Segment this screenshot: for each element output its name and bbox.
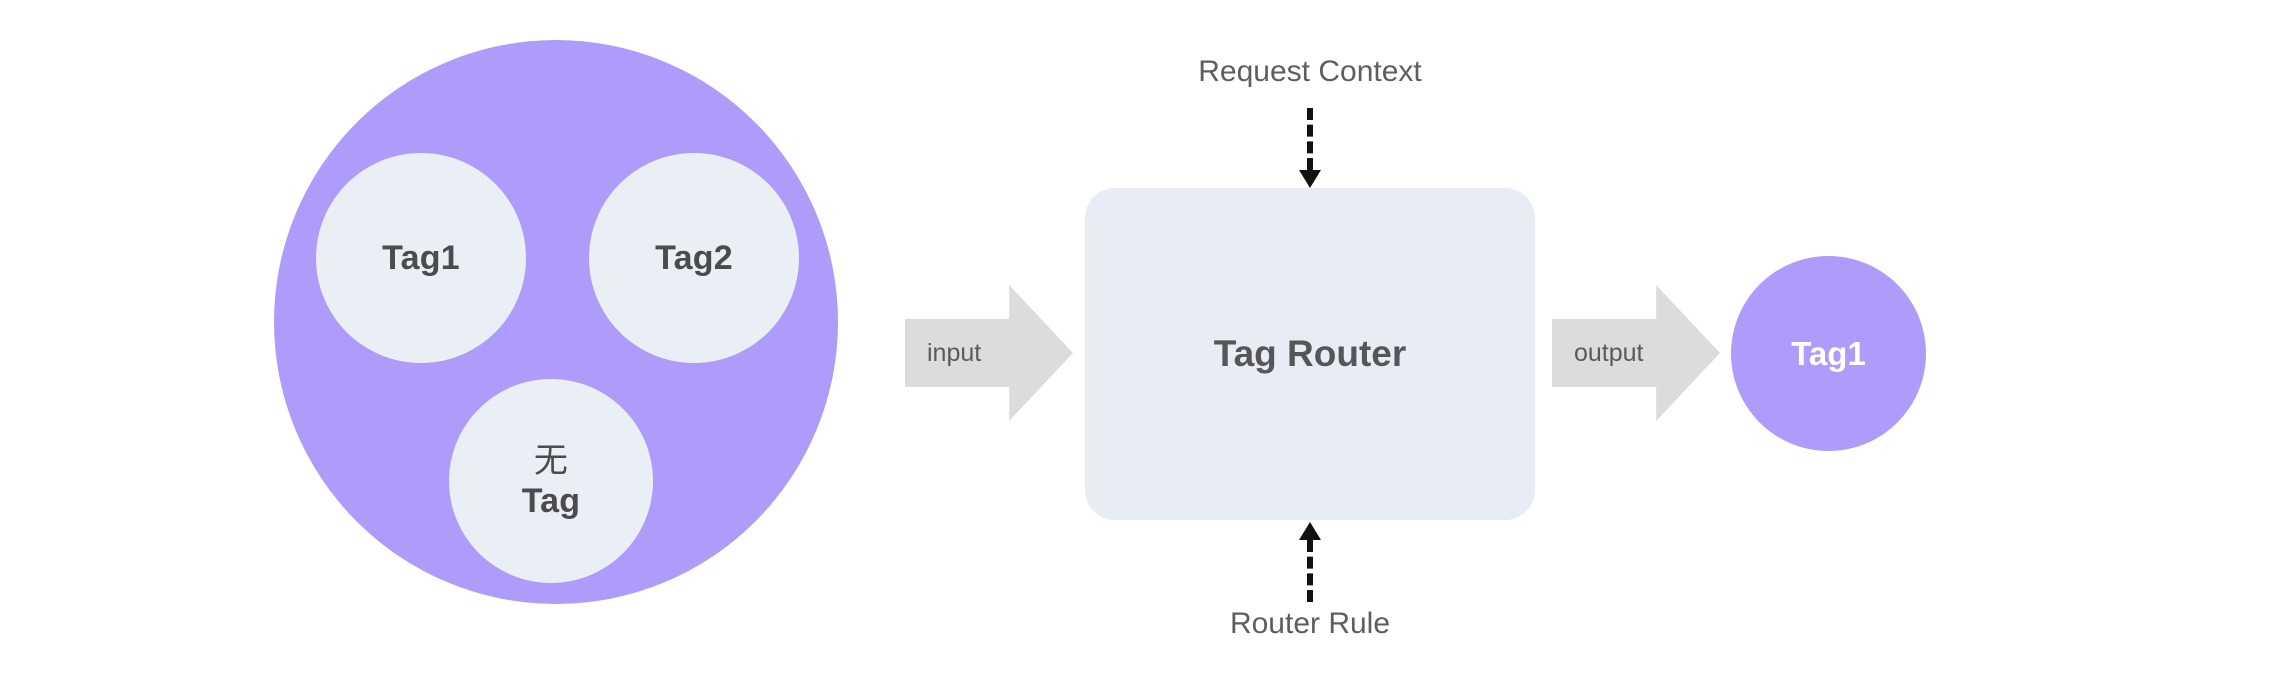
tag-bubble-tag1: Tag1 — [316, 153, 526, 363]
output-arrow-label: output — [1574, 338, 1644, 367]
output-tag-label: Tag1 — [1791, 334, 1866, 372]
request-context-dashed-line — [1307, 108, 1313, 170]
tag-bubble-tag2-label: Tag2 — [655, 238, 733, 277]
input-arrow-label: input — [927, 338, 982, 367]
router-rule-label: Router Rule — [1229, 607, 1391, 640]
tag-bubble-no-tag-label: 无 Tag — [522, 441, 581, 521]
arrowhead-up-icon — [1299, 522, 1321, 540]
arrowhead-down-icon — [1299, 170, 1321, 188]
tag-router-box: Tag Router — [1085, 188, 1535, 520]
tag-bubble-no-tag: 无 Tag — [449, 379, 653, 583]
tag-bubble-no-tag-label-line1: 无 — [533, 441, 569, 480]
output-tag-circle: Tag1 — [1731, 256, 1926, 451]
tag-bubble-tag1-label: Tag1 — [382, 238, 460, 277]
tag-router-label: Tag Router — [1213, 333, 1407, 374]
router-rule-dashed-line — [1307, 540, 1313, 602]
tag-bubble-tag2: Tag2 — [589, 153, 799, 363]
output-arrow: output — [1552, 285, 1720, 421]
input-arrow: input — [905, 285, 1073, 421]
request-context-label: Request Context — [1198, 55, 1422, 88]
tag-bubble-no-tag-label-line2: Tag — [521, 482, 581, 520]
